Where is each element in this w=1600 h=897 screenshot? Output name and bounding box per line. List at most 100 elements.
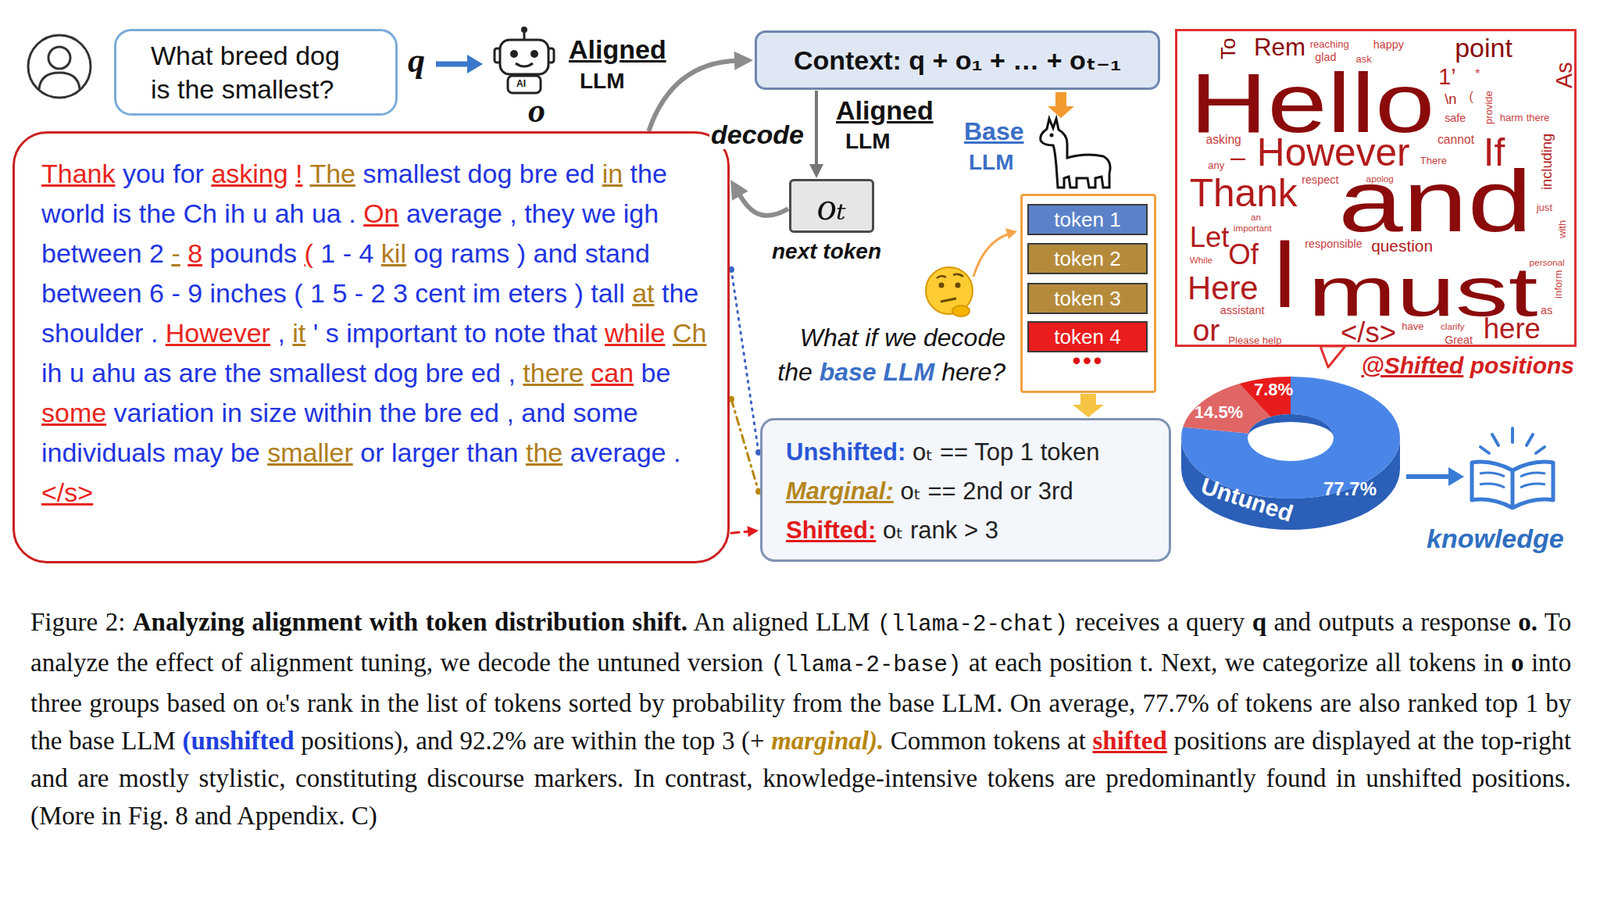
- emoji-brow: [936, 274, 964, 279]
- node-text: or: [1192, 314, 1221, 346]
- word: individuals: [41, 437, 166, 468]
- word: 1: [1020, 438, 1034, 466]
- word: larger: [391, 437, 460, 468]
- connector: [814, 90, 818, 168]
- connector: [731, 399, 759, 492]
- word: we: [439, 648, 470, 677]
- word: analyze: [30, 648, 110, 677]
- word: bre: [425, 357, 465, 388]
- node-text: \n: [1444, 92, 1457, 107]
- word: and: [1273, 607, 1311, 636]
- word: LLM: [815, 607, 871, 636]
- word: note: [493, 317, 546, 348]
- robot-antenna-tip: [521, 26, 528, 33]
- word: within: [571, 726, 637, 755]
- word: -: [171, 278, 180, 308]
- context-box: Context: q + o₁ + … + oₜ₋₁: [754, 30, 1161, 90]
- node-text: (: [1469, 90, 1474, 104]
- word: also: [1358, 689, 1400, 718]
- word: stylistic,: [199, 764, 286, 793]
- node-text: I: [1271, 225, 1298, 322]
- word: aligned: [732, 607, 808, 636]
- question-note: What if we decode the base LLM here?: [761, 320, 1006, 390]
- word: a: [1401, 607, 1414, 636]
- word: constituting: [295, 764, 418, 793]
- word: displayed: [1311, 726, 1411, 755]
- emoji-eye: [955, 282, 961, 289]
- node-text: *: [1475, 67, 1480, 81]
- word: as: [142, 357, 172, 388]
- node-text: inform: [1553, 269, 1564, 298]
- word: we: [884, 323, 917, 352]
- word: query: [1185, 607, 1245, 636]
- word: than: [466, 437, 518, 468]
- word: to: [464, 317, 486, 348]
- word: ,: [509, 198, 517, 229]
- word: inches: [210, 278, 287, 308]
- word: within: [303, 397, 372, 428]
- word: kil: [381, 238, 407, 268]
- context-to-base-arrow: [1047, 92, 1075, 118]
- knowledge-arrowhead: [1448, 467, 1465, 486]
- word: >: [964, 516, 979, 544]
- word: positions.: [1471, 764, 1572, 793]
- word: be: [230, 437, 261, 468]
- node-text: have: [1401, 321, 1424, 332]
- word: from: [792, 689, 843, 718]
- token-box: token 3: [1027, 282, 1148, 315]
- word: sorted: [568, 689, 633, 718]
- word: predominantly: [1105, 764, 1256, 793]
- node-text: happy: [1373, 39, 1404, 50]
- node-text: –: [1230, 143, 1246, 171]
- word: markers.: [534, 764, 625, 793]
- word: positions),: [300, 726, 409, 755]
- word: (More: [30, 801, 95, 830]
- node-text: Of: [1228, 240, 1259, 270]
- node-text: What breed dog is the smallest?: [150, 39, 365, 106]
- category-box: Unshifted: oₜ == Top 1 tokenMarginal: oₜ…: [760, 417, 1172, 562]
- word: dog: [467, 158, 513, 189]
- word: 3rd: [1038, 477, 1074, 505]
- query-arrow: [435, 61, 471, 68]
- word: og: [413, 238, 443, 268]
- word: average,: [1048, 689, 1136, 718]
- word: bre: [519, 158, 558, 189]
- word: based: [166, 689, 225, 718]
- word: is: [112, 198, 133, 229]
- word: the: [379, 397, 417, 428]
- word: To: [1544, 607, 1572, 636]
- node-text: as: [1540, 304, 1553, 316]
- word: oₜ: [900, 477, 921, 505]
- thinking-arrow: [973, 234, 1008, 277]
- ranked-token-list: •••token 1token 2token 3token 4: [1020, 193, 1157, 393]
- connector: [731, 269, 759, 453]
- robot-body: [507, 75, 541, 93]
- robot-eye: [530, 50, 539, 58]
- word: .: [150, 317, 158, 348]
- word: the: [661, 278, 699, 308]
- response-bubble: Thank you for asking ! The smallest dog …: [12, 131, 730, 564]
- word: untuned: [596, 648, 680, 677]
- node-text: Let: [1189, 223, 1230, 253]
- word: 9: [187, 278, 203, 308]
- node-text: Shifted: oₜ rank > 3: [785, 510, 1150, 550]
- word: at: [1067, 726, 1086, 755]
- word: top: [1485, 689, 1518, 718]
- variable-label: o: [528, 93, 546, 129]
- user-head: [48, 46, 71, 69]
- token-box: token 1: [1027, 203, 1148, 236]
- book-sparkles: [1480, 428, 1545, 454]
- word: between: [41, 278, 143, 308]
- node-text: token 3: [1053, 286, 1121, 311]
- word: s: [325, 317, 340, 348]
- word: base: [819, 357, 877, 386]
- word: 1: [310, 278, 325, 308]
- word: (: [293, 278, 303, 308]
- word: in: [1335, 764, 1357, 793]
- word: the: [116, 648, 148, 677]
- model-label: Aligned: [835, 95, 934, 126]
- token-box: token 2: [1027, 242, 1148, 275]
- word: 2nd: [962, 477, 1004, 505]
- word: important: [346, 317, 458, 348]
